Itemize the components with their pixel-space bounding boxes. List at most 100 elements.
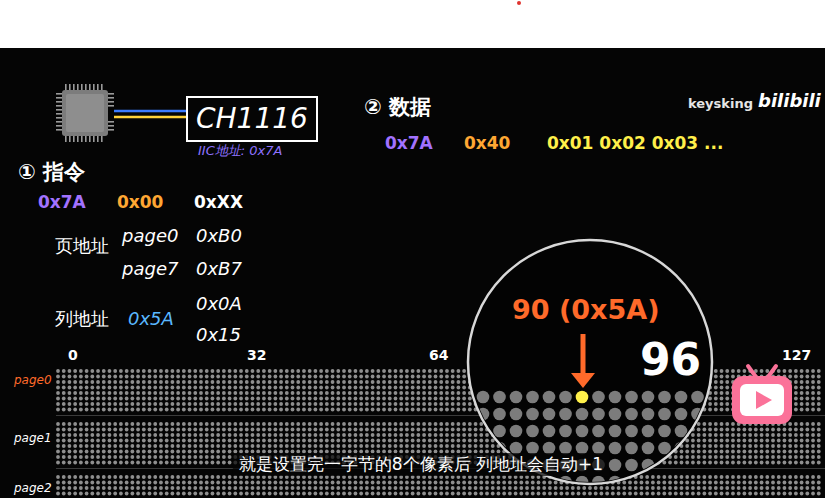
pixel-dot bbox=[68, 428, 72, 432]
pixel-dot bbox=[222, 428, 226, 432]
pixel-dot bbox=[445, 433, 449, 437]
pixel-dot bbox=[216, 428, 220, 432]
pixel-dot bbox=[462, 391, 466, 395]
pixel-dot bbox=[188, 408, 192, 412]
pixel-dot bbox=[382, 402, 386, 406]
pixel-dot bbox=[79, 422, 83, 426]
pixel-dot bbox=[182, 391, 186, 395]
pixel-dot bbox=[279, 433, 283, 437]
pixel-dot bbox=[216, 386, 220, 390]
pixel-dot bbox=[73, 402, 77, 406]
pixel-dot bbox=[273, 375, 277, 379]
pixel-dot bbox=[777, 450, 781, 454]
pixel-dot bbox=[85, 397, 89, 401]
pixel-dot bbox=[176, 422, 180, 426]
pixel-dot bbox=[96, 402, 100, 406]
pixel-dot bbox=[228, 380, 232, 384]
pixel-dot bbox=[199, 397, 203, 401]
pixel-dot bbox=[428, 439, 432, 443]
pixel-dot bbox=[376, 402, 380, 406]
pixel-dot bbox=[273, 428, 277, 432]
pixel-dot bbox=[159, 408, 163, 412]
pixel-dot bbox=[731, 428, 735, 432]
pixel-dot bbox=[794, 428, 798, 432]
pixel-dot bbox=[62, 397, 66, 401]
pixel-dot bbox=[811, 369, 815, 373]
pixel-dot bbox=[90, 397, 94, 401]
pixel-dot bbox=[308, 380, 312, 384]
pixel-dot bbox=[165, 439, 169, 443]
pixel-dot bbox=[325, 408, 329, 412]
pixel-dot bbox=[188, 433, 192, 437]
pixel-dot bbox=[199, 369, 203, 373]
pixel-dot bbox=[211, 397, 215, 401]
pixel-dot bbox=[256, 444, 260, 448]
pixel-dot bbox=[90, 408, 94, 412]
pixel-dot bbox=[777, 433, 781, 437]
pixel-dot bbox=[199, 433, 203, 437]
pixel-dot bbox=[731, 450, 735, 454]
pixel-dot bbox=[102, 433, 106, 437]
pixel-dot bbox=[794, 433, 798, 437]
pixel-dot bbox=[153, 369, 157, 373]
pixel-dot bbox=[96, 369, 100, 373]
pixel-dot bbox=[148, 402, 152, 406]
pixel-dot bbox=[302, 439, 306, 443]
pixel-dot bbox=[354, 428, 358, 432]
pixel-dot bbox=[245, 439, 249, 443]
pixel-dot bbox=[193, 375, 197, 379]
pixel-dot bbox=[331, 375, 335, 379]
pixel-dot bbox=[119, 433, 123, 437]
pixel-dot bbox=[714, 439, 718, 443]
pixel-dot bbox=[354, 386, 358, 390]
pixel-dot bbox=[336, 422, 340, 426]
pixel-dot bbox=[188, 444, 192, 448]
pixel-dot bbox=[56, 450, 60, 454]
pixel-dot bbox=[702, 422, 706, 426]
pixel-dot bbox=[211, 380, 215, 384]
pixel-dot bbox=[788, 439, 792, 443]
pixel-dot bbox=[371, 444, 375, 448]
pixel-dot bbox=[457, 408, 461, 412]
pixel-dot bbox=[731, 444, 735, 448]
pixel-dot bbox=[199, 375, 203, 379]
chip-icon bbox=[56, 84, 114, 142]
pixel-dot bbox=[388, 402, 392, 406]
pixel-dot bbox=[136, 369, 140, 373]
pixel-dot bbox=[102, 386, 106, 390]
pixel-dot bbox=[811, 444, 815, 448]
pixel-dot bbox=[79, 428, 83, 432]
pixel-dot bbox=[794, 408, 798, 412]
pixel-dot bbox=[434, 391, 438, 395]
pixel-dot bbox=[416, 422, 420, 426]
pixel-dot bbox=[314, 402, 318, 406]
pixel-dot bbox=[777, 439, 781, 443]
pixel-dot bbox=[256, 391, 260, 395]
pixel-dot bbox=[233, 380, 237, 384]
pixel-dot bbox=[720, 386, 724, 390]
pixel-dot bbox=[125, 439, 129, 443]
pixel-dot bbox=[102, 428, 106, 432]
pixel-dot bbox=[399, 391, 403, 395]
pixel-dot bbox=[205, 397, 209, 401]
pixel-dot bbox=[702, 455, 706, 459]
pixel-dot bbox=[102, 422, 106, 426]
pixel-dot bbox=[193, 455, 197, 459]
pixel-dot bbox=[108, 450, 112, 454]
pixel-dot bbox=[331, 428, 335, 432]
pixel-dot bbox=[331, 402, 335, 406]
pixel-dot bbox=[251, 369, 255, 373]
pixel-dot bbox=[725, 375, 729, 379]
pixel-dot bbox=[262, 444, 266, 448]
pixel-dot bbox=[176, 428, 180, 432]
pixel-dot bbox=[777, 428, 781, 432]
pixel-dot bbox=[462, 428, 466, 432]
pixel-dot bbox=[388, 439, 392, 443]
pixel-dot bbox=[119, 386, 123, 390]
pixel-dot bbox=[422, 386, 426, 390]
pixel-dot bbox=[308, 369, 312, 373]
pixel-dot bbox=[331, 439, 335, 443]
pixel-dot bbox=[308, 433, 312, 437]
pixel-dot bbox=[79, 444, 83, 448]
